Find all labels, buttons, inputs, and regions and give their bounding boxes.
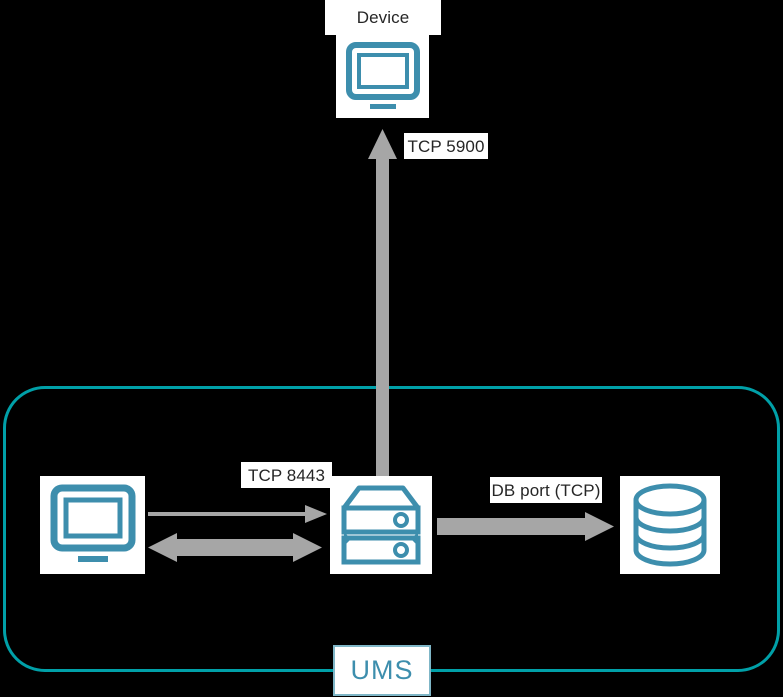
connection-label-tcp-8443: TCP 8443 bbox=[241, 462, 332, 488]
server-icon-plate bbox=[330, 476, 432, 574]
ums-badge-text: UMS bbox=[350, 655, 414, 685]
ums-badge: UMS bbox=[333, 645, 431, 696]
monitor-icon bbox=[345, 41, 420, 109]
server-icon bbox=[341, 485, 421, 565]
connection-label-db-port: DB port (TCP) bbox=[490, 477, 602, 503]
device-label: Device bbox=[325, 0, 441, 35]
connection-label-tcp-5900-text: TCP 5900 bbox=[407, 136, 485, 156]
device-icon-plate bbox=[336, 35, 429, 118]
monitor-icon bbox=[50, 484, 135, 562]
connection-label-tcp-5900: TCP 5900 bbox=[404, 133, 488, 159]
database-icon bbox=[633, 483, 707, 567]
device-label-text: Device bbox=[356, 8, 410, 27]
client-icon-plate bbox=[40, 476, 145, 574]
connection-label-db-port-text: DB port (TCP) bbox=[491, 480, 601, 500]
database-icon-plate bbox=[620, 476, 720, 574]
connection-label-tcp-8443-text: TCP 8443 bbox=[247, 465, 326, 485]
